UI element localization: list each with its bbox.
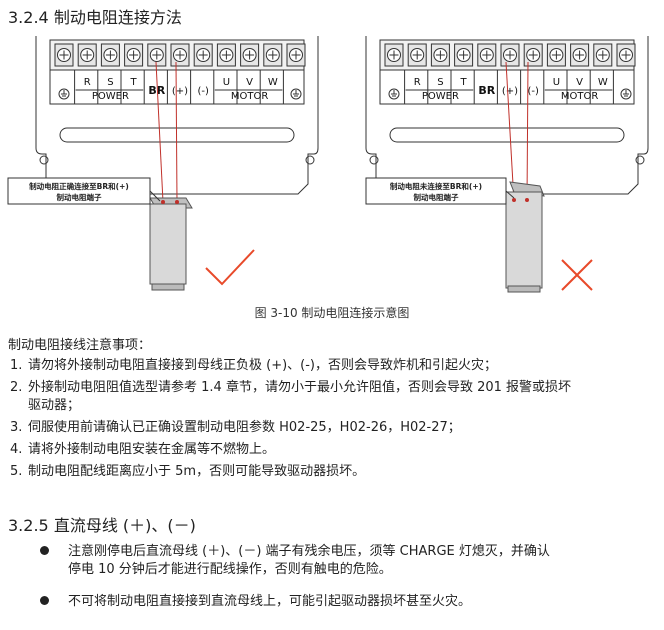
bullet-icon xyxy=(40,546,49,555)
brake-resistor-right xyxy=(505,181,545,293)
terminal-screw xyxy=(546,43,566,67)
terminal-screw xyxy=(77,43,97,67)
wire-left-1 xyxy=(155,61,164,203)
terminal-screw xyxy=(570,43,590,67)
terminal-label: BR xyxy=(478,84,495,97)
terminal-screw xyxy=(454,43,474,67)
terminal-label: (-) xyxy=(197,86,209,97)
section-heading-324: 3.2.4 制动电阻连接方法 xyxy=(8,4,182,28)
terminal-screw xyxy=(147,43,167,67)
group-label-power: POWER xyxy=(92,91,129,102)
terminal-label: S xyxy=(107,77,113,88)
terminal-label: (+) xyxy=(172,86,188,97)
terminal-label: R xyxy=(414,77,421,88)
terminal-label: U xyxy=(223,77,230,88)
callout-wrong-line1: 制动电阻未连接至BR和(+) xyxy=(390,181,482,191)
group-label-power: POWER xyxy=(422,91,459,102)
terminal-screw xyxy=(100,43,120,67)
terminal-screw xyxy=(124,43,144,67)
section-number: 3.2.5 xyxy=(8,516,49,535)
ground-icon xyxy=(58,88,70,100)
section-heading-325: 3.2.5 直流母线 (＋)、(－) xyxy=(8,512,196,536)
brake-resistor-diagram: R S T BR (+) (-) U V W POWER MOTOR R S T BR (+) (-) U V W P… xyxy=(7,36,649,293)
terminal-label: W xyxy=(598,77,608,88)
callout-correct-line1: 制动电阻正确连接至BR和(+) xyxy=(29,181,129,191)
terminal-screw xyxy=(240,43,260,67)
terminal-screw xyxy=(430,43,450,67)
terminal-screw xyxy=(170,43,190,67)
ground-icon xyxy=(290,88,302,100)
list-item: 2.外接制动电阻阻值选型请参考 1.4 章节，请勿小于最小允许阻值，否则会导致 … xyxy=(10,380,572,413)
terminal-screw xyxy=(523,43,543,67)
section-title: 直流母线 (＋)、(－) xyxy=(53,516,196,535)
terminal-screw xyxy=(263,43,283,67)
terminal-label: R xyxy=(84,77,91,88)
notes-list: 1.请勿将外接制动电阻直接接到母线正负极 (+)、(-)，否则会导致炸机和引起火… xyxy=(10,357,660,485)
wire-right-2 xyxy=(526,61,529,203)
wire-left-2 xyxy=(175,61,178,203)
drive-panel-right: R S T BR (+) (-) U V W POWER MOTOR xyxy=(365,36,649,195)
list-item: 1.请勿将外接制动电阻直接接到母线正负极 (+)、(-)，否则会导致炸机和引起火… xyxy=(10,358,498,373)
terminal-label: (-) xyxy=(527,86,539,97)
figure-caption: 图 3-10 制动电阻连接示意图 xyxy=(254,306,410,320)
list-item: 3.伺服使用前请确认已正确设置制动电阻参数 H02-25，H02-26，H02-… xyxy=(10,420,461,435)
notes-heading: 制动电阻接线注意事项： xyxy=(8,338,152,353)
correct-check-icon xyxy=(205,249,255,286)
terminal-screw xyxy=(407,43,427,67)
terminal-screw xyxy=(500,43,520,67)
section-number: 3.2.4 xyxy=(8,8,49,27)
terminal-screw xyxy=(477,43,497,67)
terminal-label: U xyxy=(553,77,560,88)
terminal-screw xyxy=(216,43,236,67)
ground-icon xyxy=(620,88,632,100)
bullet-icon xyxy=(40,596,49,605)
group-label-motor: MOTOR xyxy=(231,91,268,102)
terminal-screw xyxy=(384,43,404,67)
callout-correct-line2: 制动电阻端子 xyxy=(57,192,102,202)
brake-resistor-left xyxy=(149,197,193,291)
terminal-screw xyxy=(616,43,636,67)
terminal-screw xyxy=(286,43,306,67)
terminal-screw xyxy=(193,43,213,67)
callout-correct: 制动电阻正确连接至BR和(+) 制动电阻端子 xyxy=(7,177,161,205)
terminal-label: T xyxy=(460,77,468,88)
terminal-label: V xyxy=(576,77,583,88)
terminal-screw xyxy=(593,43,613,67)
wire-right-1 xyxy=(505,61,515,203)
bullet-item: 注意刚停电后直流母线 (＋)、(－) 端子有残余电压，须等 CHARGE 灯熄灭… xyxy=(40,543,650,579)
list-item: 4.请将外接制动电阻安装在金属等不燃物上。 xyxy=(10,442,276,457)
group-label-motor: MOTOR xyxy=(561,91,598,102)
terminal-label: (+) xyxy=(502,86,518,97)
callout-wrong: 制动电阻未连接至BR和(+) 制动电阻端子 xyxy=(365,177,515,205)
wrong-cross-icon xyxy=(561,259,593,291)
section-title: 制动电阻连接方法 xyxy=(53,8,182,27)
bullet-item: 不可将制动电阻直接接到直流母线上，可能引起驱动器损坏甚至火灾。 xyxy=(40,593,650,611)
terminal-label: S xyxy=(437,77,443,88)
list-item: 5.制动电阻配线距离应小于 5m，否则可能导致驱动器损坏。 xyxy=(10,464,366,479)
terminal-screw xyxy=(54,43,74,67)
terminal-label: V xyxy=(246,77,253,88)
ground-icon xyxy=(388,88,400,100)
terminal-label: W xyxy=(268,77,278,88)
callout-wrong-line2: 制动电阻端子 xyxy=(414,192,459,202)
terminal-label: T xyxy=(130,77,138,88)
